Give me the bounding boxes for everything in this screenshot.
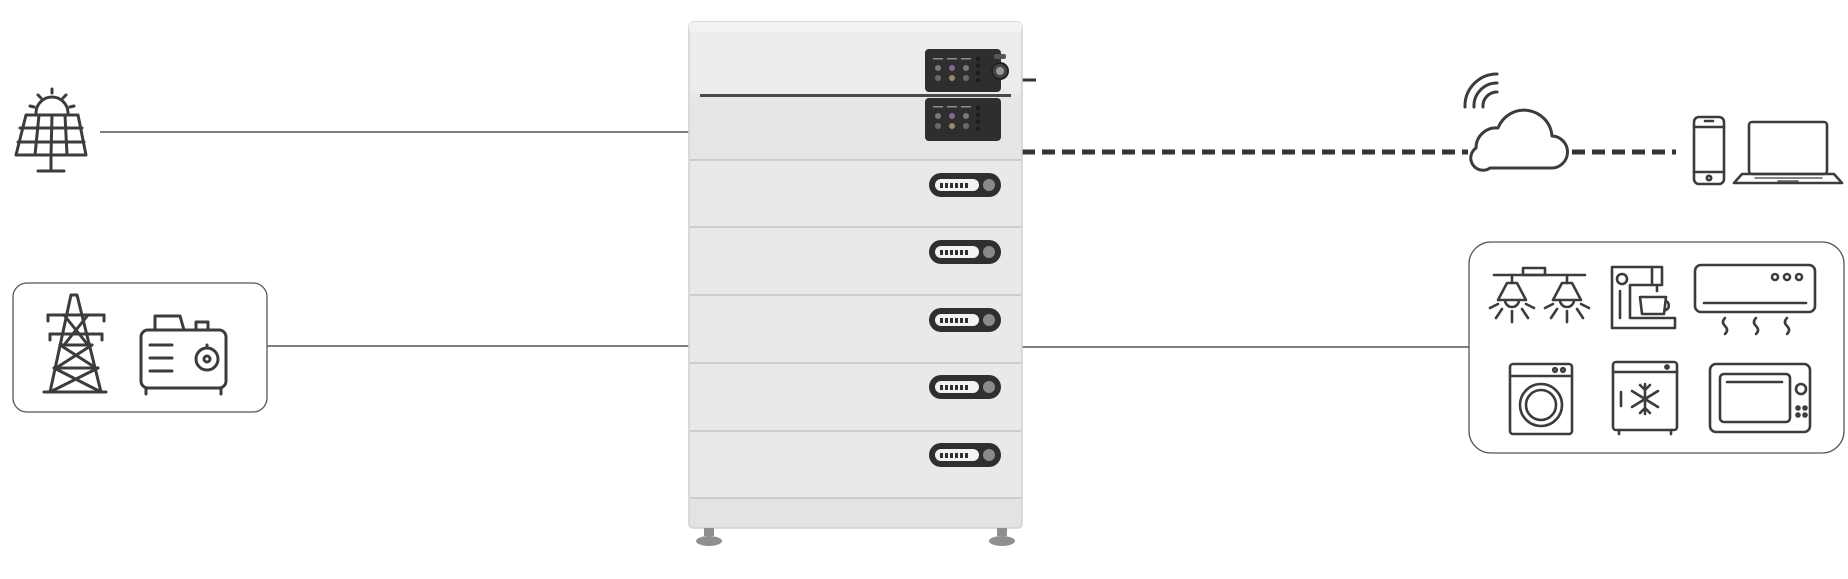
coffee-machine-icon xyxy=(1610,265,1677,330)
cabinet-base xyxy=(690,499,1021,527)
microwave-icon xyxy=(1708,362,1812,434)
connection-lines xyxy=(100,78,1676,348)
smartphone-icon xyxy=(1692,115,1726,186)
battery-module xyxy=(690,228,1021,296)
control-display xyxy=(925,49,1001,92)
battery-module xyxy=(690,161,1021,228)
generator-icon xyxy=(139,314,228,396)
battery-cabinet xyxy=(688,21,1023,546)
power-tower-icon xyxy=(42,293,108,394)
cloud-icon xyxy=(1469,108,1569,172)
air-conditioner-icon xyxy=(1693,263,1817,336)
cloud-monitoring xyxy=(1463,72,1569,172)
inverter-module xyxy=(690,97,1021,160)
control-display xyxy=(925,98,1001,141)
inverter-module xyxy=(690,32,1021,94)
battery-module xyxy=(690,296,1021,364)
battery-module xyxy=(690,432,1021,499)
cabinet-feet xyxy=(696,528,1015,546)
refrigerator-icon xyxy=(1611,360,1679,436)
sun-icon xyxy=(34,95,70,115)
solar-panel-icon xyxy=(14,87,88,173)
wifi-signal-icon xyxy=(1463,72,1499,109)
washing-machine-icon xyxy=(1508,362,1574,436)
household-loads xyxy=(1468,241,1845,454)
battery-module xyxy=(690,364,1021,432)
laptop-icon xyxy=(1732,120,1844,185)
ceiling-lights-icon xyxy=(1488,266,1591,324)
grid-source-group xyxy=(12,282,268,413)
